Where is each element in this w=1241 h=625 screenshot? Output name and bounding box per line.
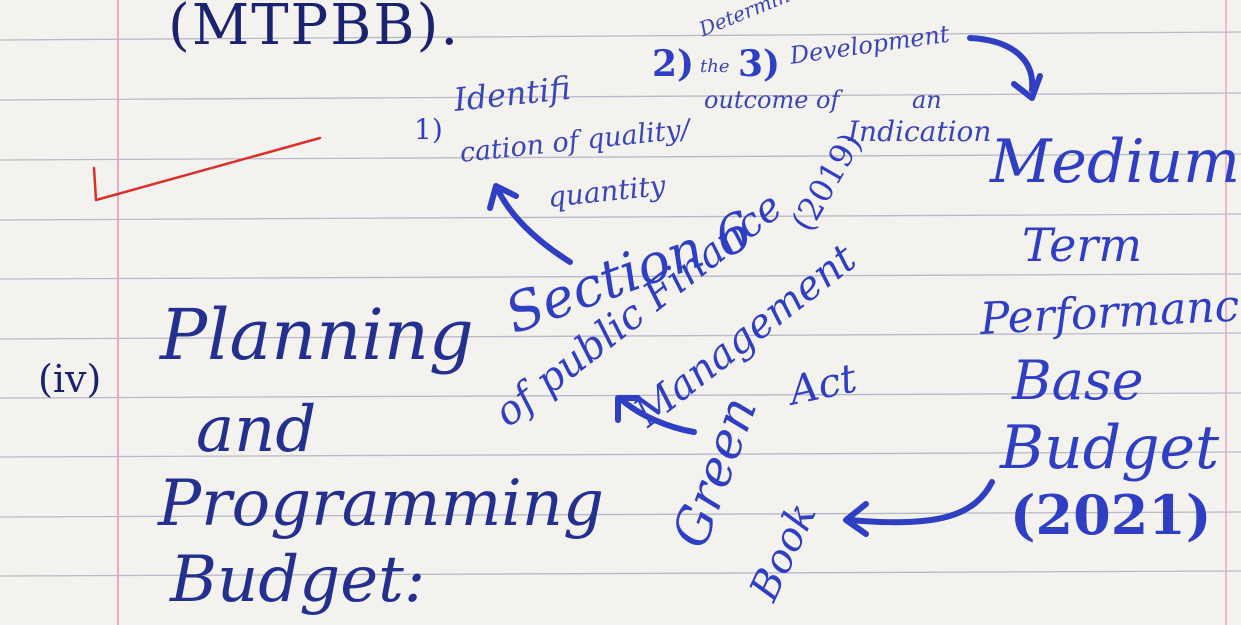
- arrowhead-to-identification: [487, 183, 519, 211]
- arrowhead-to-law: [615, 395, 641, 423]
- step2-number: 2): [652, 43, 695, 85]
- mtpbb-year: (2021): [1010, 483, 1212, 547]
- ppb-line2: and: [196, 393, 317, 467]
- ppb-line1: Planning: [160, 294, 474, 376]
- mtpbb-line1: Medium: [990, 127, 1241, 197]
- arrow-to-medium: [967, 35, 1036, 93]
- arrow-to-identification: [495, 187, 573, 265]
- mtpbb-line4: Base: [1012, 349, 1144, 412]
- step2-line3: outcome of: [704, 86, 840, 114]
- mtpbb-line2: Term: [1022, 218, 1142, 272]
- heading-abbrev: (MTPBB).: [168, 0, 461, 58]
- arrow-to-green-book: [847, 479, 995, 526]
- item-number: (iv): [38, 357, 102, 401]
- arrow-to-law: [619, 397, 697, 435]
- ppb-line4: Budget:: [170, 543, 426, 617]
- step3-number: 3): [738, 43, 781, 85]
- step2-line2: the: [700, 56, 730, 77]
- arrowhead-to-green-book: [843, 501, 869, 537]
- step3-line2: an: [912, 86, 942, 114]
- ppb-line3: Programming: [158, 467, 604, 541]
- mtpbb-line5: Budget: [1000, 413, 1220, 483]
- step3-line3: Indication: [848, 115, 992, 148]
- arrowhead-to-medium: [1011, 73, 1043, 101]
- red-tick-mark: [92, 136, 322, 202]
- step1-number: 1): [414, 113, 443, 146]
